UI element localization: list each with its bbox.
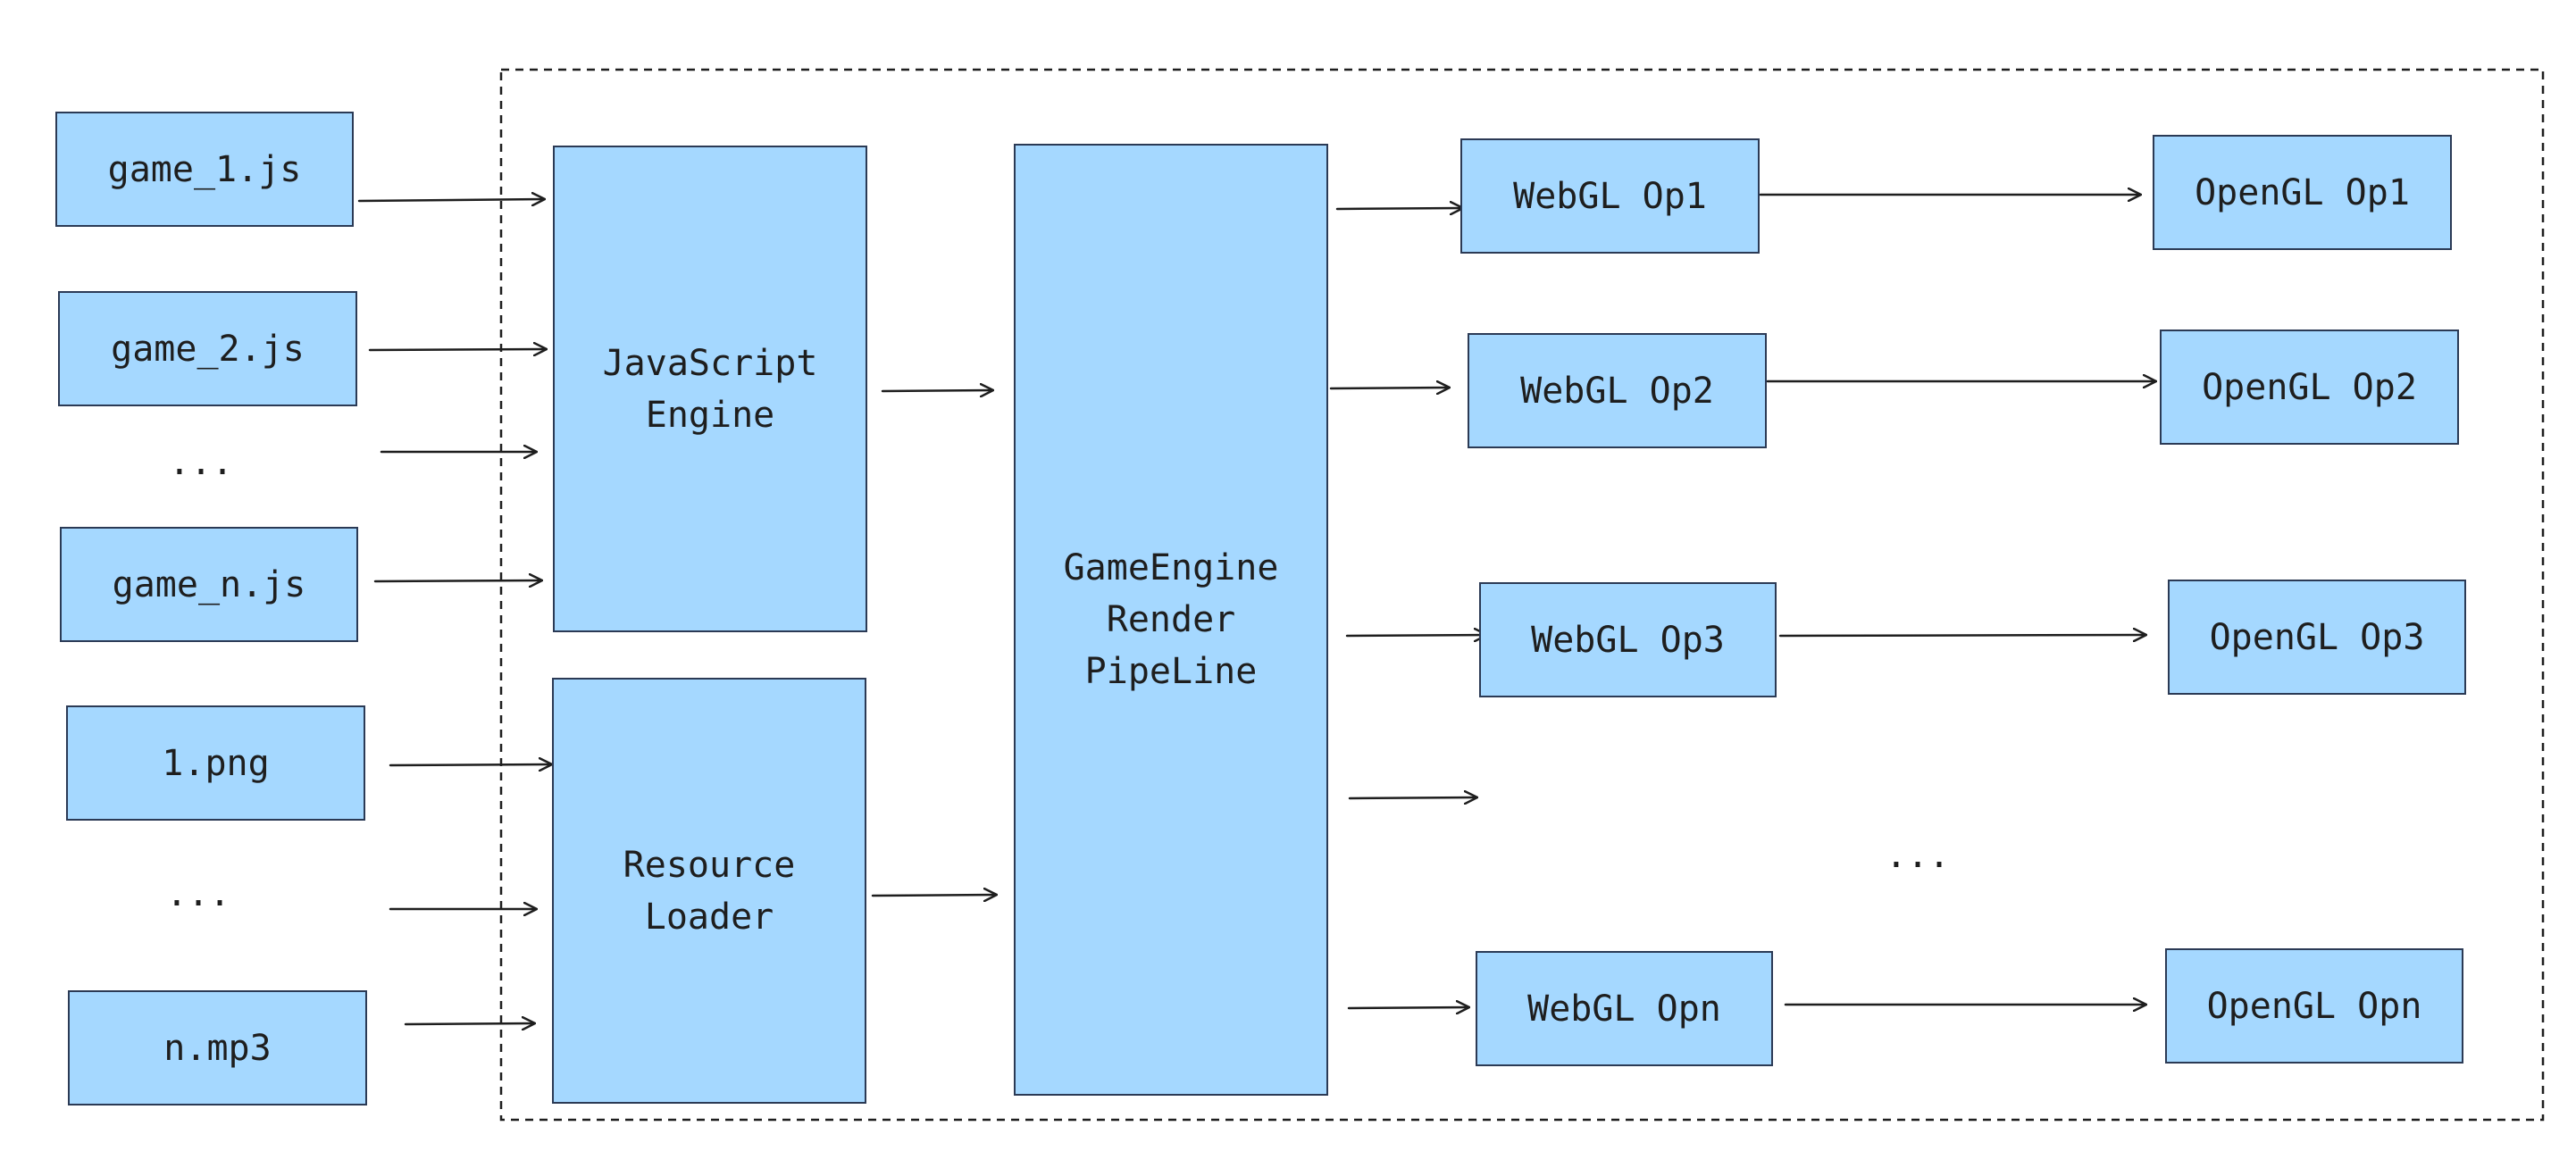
input-game1-js: game_1.js bbox=[55, 112, 354, 227]
arrow-js1-to-js-engine bbox=[357, 199, 544, 201]
arrow-png-to-resource-loader bbox=[389, 764, 551, 765]
javascript-engine-box: JavaScript Engine bbox=[553, 146, 867, 632]
arrow-pipeline-to-webgl3 bbox=[1345, 635, 1486, 636]
opengl-op2-box: OpenGL Op2 bbox=[2160, 330, 2459, 445]
input-n-mp3: n.mp3 bbox=[68, 990, 367, 1105]
boundary-dashed-frame bbox=[499, 68, 2545, 1122]
webgl-op2-box: WebGL Op2 bbox=[1468, 333, 1767, 448]
input-1-png: 1.png bbox=[66, 705, 365, 821]
arrow-pipeline-to-ellipsis bbox=[1348, 797, 1476, 798]
webgl-op1-box: WebGL Op1 bbox=[1460, 138, 1760, 254]
opengl-op3-box: OpenGL Op3 bbox=[2168, 580, 2466, 695]
arrow-webgl3-to-opengl3 bbox=[1778, 635, 2145, 636]
arrow-js-engine-to-pipeline bbox=[881, 390, 992, 391]
opengl-opn-box: OpenGL Opn bbox=[2165, 948, 2463, 1064]
input-game2-js: game_2.js bbox=[58, 291, 357, 406]
arrow-js2-to-js-engine bbox=[368, 349, 546, 350]
arrow-jsn-to-js-engine bbox=[373, 580, 541, 581]
input-gamen-js: game_n.js bbox=[60, 527, 358, 642]
ops-ellipsis: ... bbox=[1885, 835, 1951, 876]
webgl-opn-box: WebGL Opn bbox=[1476, 951, 1773, 1066]
opengl-op1-box: OpenGL Op1 bbox=[2153, 135, 2452, 250]
arrow-pipeline-to-webgln bbox=[1347, 1007, 1468, 1008]
resource-loader-box: Resource Loader bbox=[552, 678, 866, 1104]
arrow-resource-loader-to-pipeline bbox=[871, 895, 996, 896]
render-pipeline-box: GameEngine Render PipeLine bbox=[1014, 144, 1328, 1096]
input-ellipsis-resources: ... bbox=[165, 873, 231, 914]
arrow-pipeline-to-webgl1 bbox=[1335, 208, 1462, 209]
arrow-mp3-to-resource-loader bbox=[404, 1023, 534, 1024]
input-ellipsis-js: ... bbox=[168, 442, 234, 483]
webgl-op3-box: WebGL Op3 bbox=[1479, 582, 1777, 697]
